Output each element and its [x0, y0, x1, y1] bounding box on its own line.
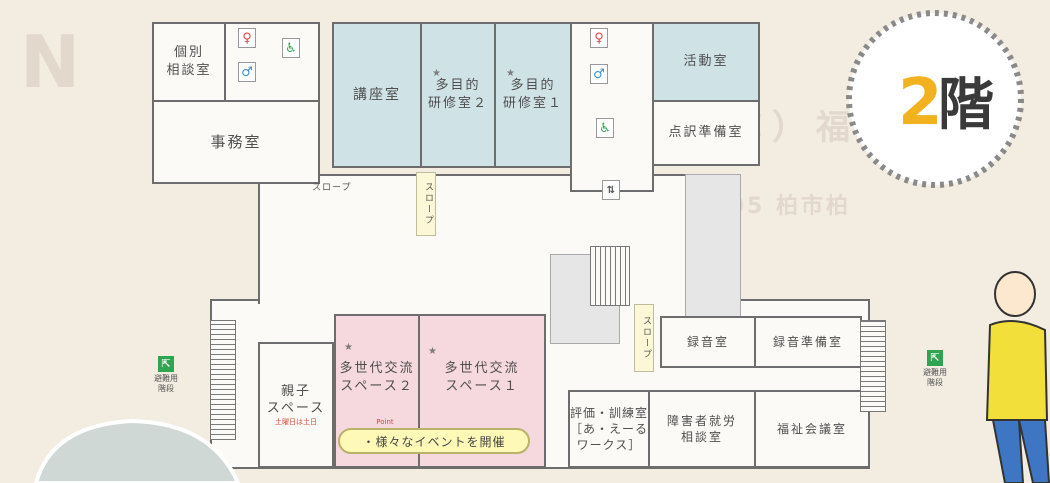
room-activity[interactable]: 活動室: [652, 22, 760, 102]
parent-child-note: 土曜日は土日: [274, 417, 317, 426]
slope-label: スロープ: [416, 172, 436, 236]
star-icon: ★: [344, 342, 353, 353]
emergency-exit-icon: ⇱: [158, 356, 174, 372]
womens-restroom-icon: ♀: [590, 28, 608, 48]
evacuation-stairs-right-label: ⇱ 避難用 階段: [923, 350, 947, 388]
star-icon: ★: [506, 68, 515, 79]
hall-outline: [258, 174, 738, 304]
room-recording[interactable]: 録音室: [660, 316, 756, 368]
photo-circle: [33, 418, 241, 483]
room-individual-consultation[interactable]: 個別 相談室: [152, 22, 226, 102]
emergency-exit-icon: ⇱: [927, 350, 943, 366]
central-stairs: [590, 246, 630, 306]
background-faded-letter: N: [20, 20, 81, 104]
room-lecture[interactable]: 講座室: [332, 22, 422, 168]
room-employment-consultation[interactable]: 障害者就労 相談室: [648, 390, 756, 468]
room-parent-child-space[interactable]: 親子 スペース 土曜日は土日: [258, 342, 334, 468]
star-icon: ★: [428, 346, 437, 357]
floor-number: 2: [898, 66, 943, 140]
mens-restroom-icon: ♂: [590, 64, 608, 84]
womens-restroom-icon: ♀: [238, 28, 256, 48]
room-office[interactable]: 事務室: [152, 100, 320, 184]
room-braille-prep[interactable]: 点訳準備室: [652, 100, 760, 166]
evacuation-stairs-right: [860, 320, 886, 412]
room-multipurpose-2[interactable]: 多目的 研修室２: [420, 22, 496, 168]
event-banner: ・様々なイベントを開催: [338, 428, 530, 454]
room-evaluation-training[interactable]: 評価・訓練室 ［あ・えーる ワークス］: [568, 390, 650, 468]
floor-plan: 個別 相談室 事務室 ♀ ♂ ♿ 講座室 多目的 研修室２ ★ 多目的 研修室１…: [150, 14, 900, 472]
floor-badge: 2 階: [846, 10, 1024, 188]
room-welfare-meeting[interactable]: 福祉会議室: [754, 390, 870, 468]
room-multipurpose-1[interactable]: 多目的 研修室１: [494, 22, 572, 168]
mens-restroom-icon: ♂: [238, 62, 256, 82]
evacuation-stairs-left: [210, 320, 236, 440]
star-icon: ★: [432, 68, 441, 79]
elevator-icon: ⇅: [602, 180, 620, 200]
room-recording-prep[interactable]: 録音準備室: [754, 316, 862, 368]
person-illustration: [985, 271, 1050, 483]
accessible-restroom-icon: ♿: [596, 118, 614, 138]
restroom-block-right: [570, 22, 654, 192]
accessible-restroom-icon: ♿: [282, 38, 300, 58]
slope-label: スロープ: [312, 183, 352, 193]
evacuation-stairs-left-label: ⇱ 避難用 階段: [154, 356, 178, 394]
atrium-void: [685, 174, 741, 319]
slope-label: スロープ: [634, 304, 654, 372]
event-point-tag: Point: [364, 417, 406, 428]
floor-kanji: 階: [938, 73, 994, 138]
